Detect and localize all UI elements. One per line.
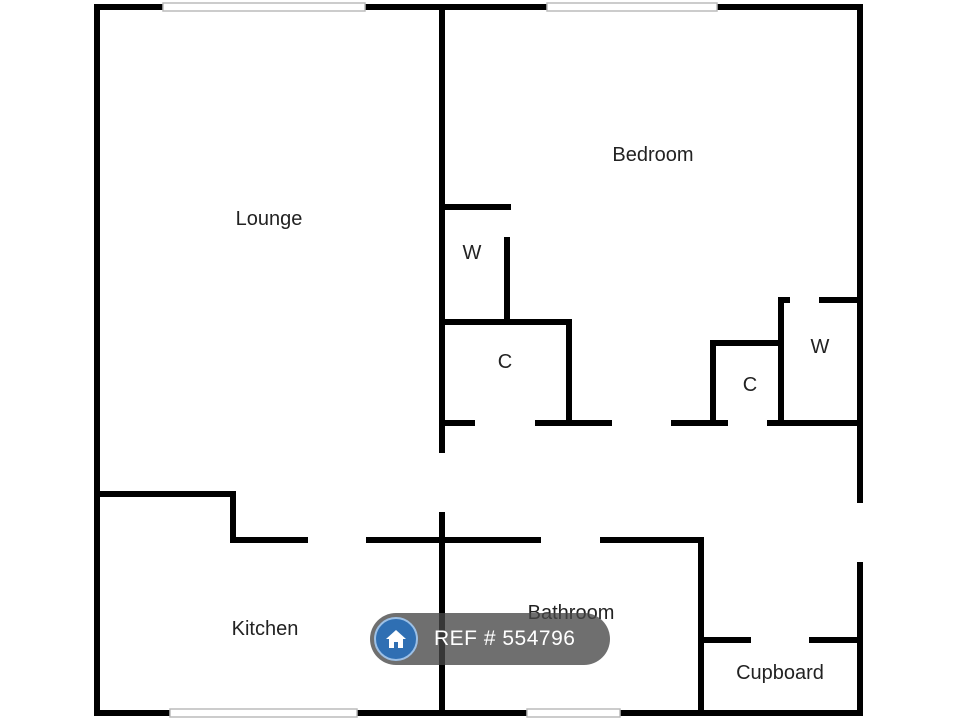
- label-kitchen: Kitchen: [232, 618, 299, 640]
- window-bedroom: [546, 2, 718, 12]
- ref-number: REF # 554796: [434, 627, 576, 650]
- label-bedroom: Bedroom: [612, 144, 693, 166]
- label-cupboard: Cupboard: [736, 662, 824, 684]
- label-lounge: Lounge: [236, 208, 303, 230]
- room-labels: Lounge Bedroom W C C W Kitchen Bathroom …: [232, 144, 830, 684]
- walls: [94, 4, 863, 716]
- label-wardrobe-1: W: [463, 242, 482, 264]
- label-cupboard-1: C: [498, 351, 512, 373]
- window-bathroom: [526, 708, 621, 718]
- home-icon: [374, 617, 418, 661]
- ref-badge: REF # 554796: [370, 613, 610, 665]
- label-wardrobe-2: W: [811, 336, 830, 358]
- window-lounge: [162, 2, 366, 12]
- home-icon-glyph: [386, 630, 406, 648]
- label-cupboard-2: C: [743, 374, 757, 396]
- window-kitchen: [169, 708, 358, 718]
- windows: [162, 2, 718, 718]
